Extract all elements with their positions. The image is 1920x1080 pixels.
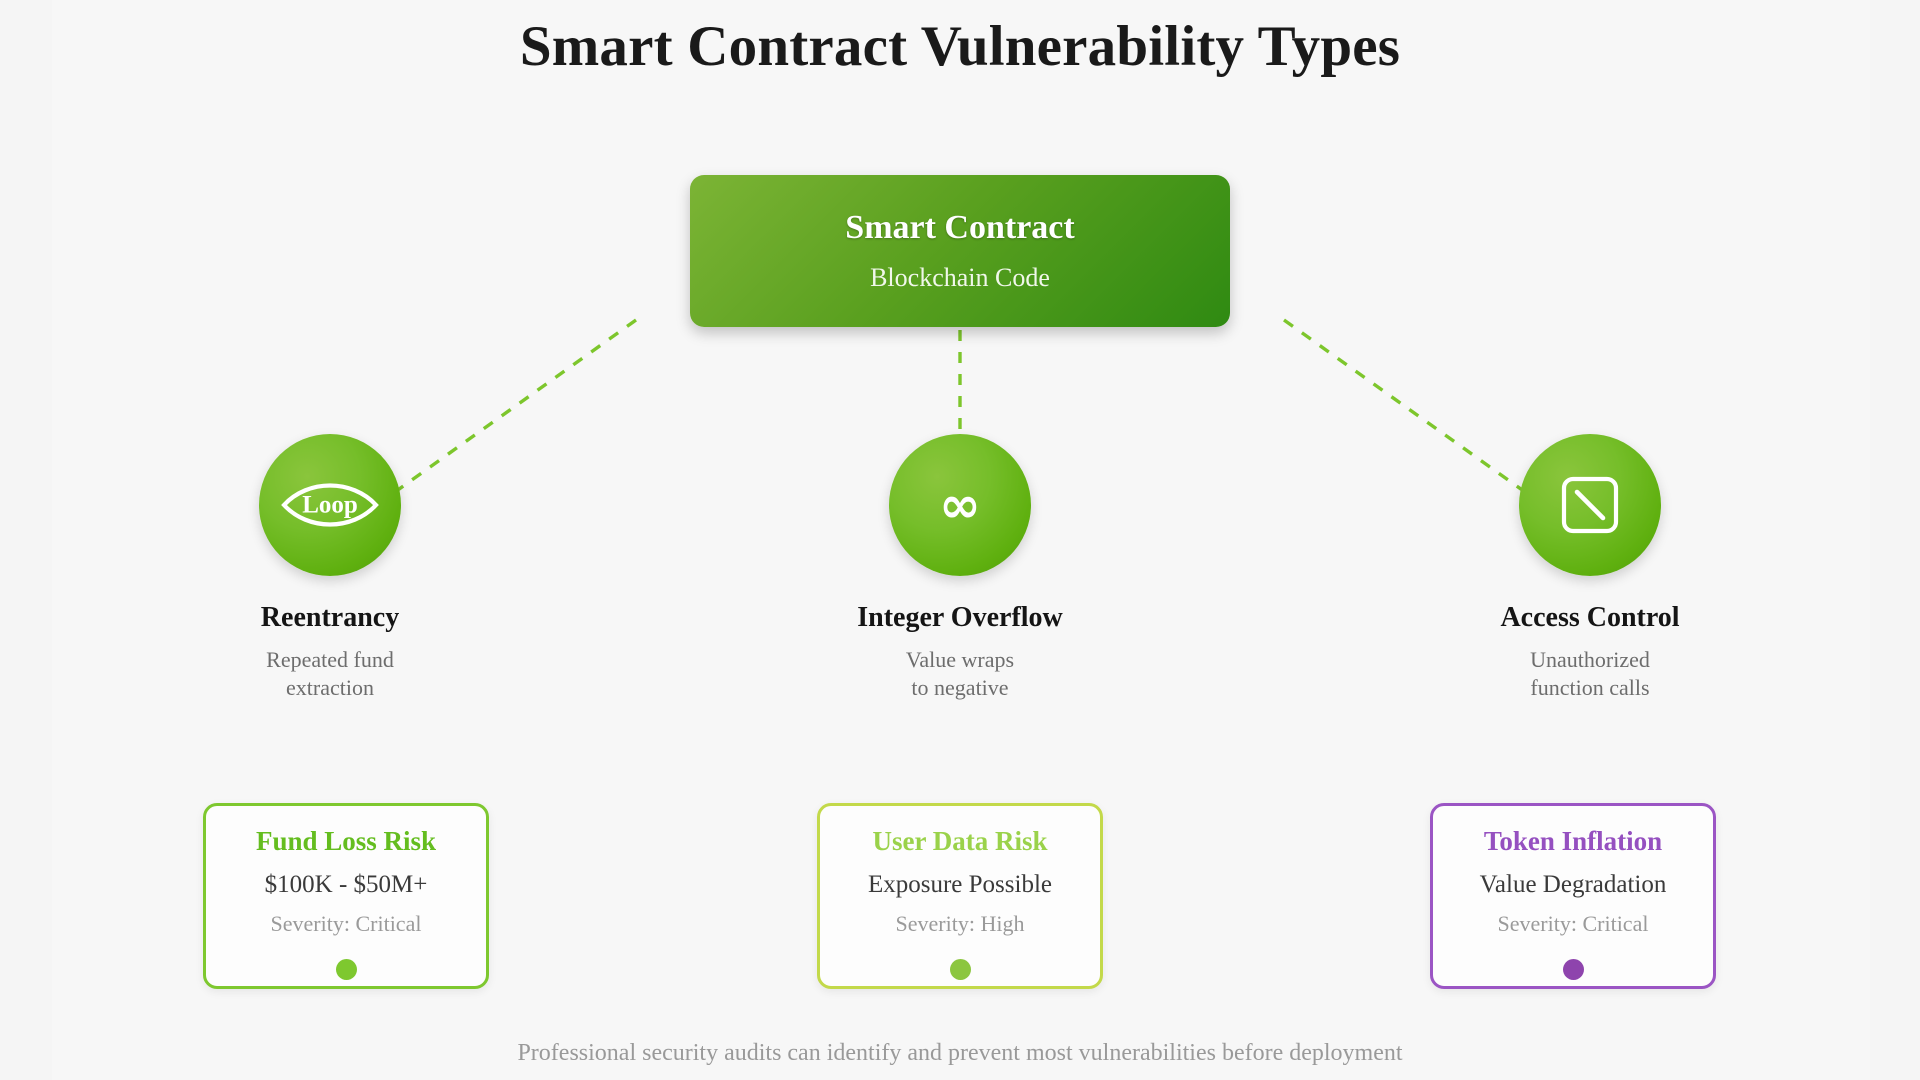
loop-icon-label: Loop: [302, 491, 358, 519]
impact-card-title: User Data Risk: [872, 826, 1048, 856]
vulnerability-description-line2: extraction: [286, 675, 374, 701]
vulnerability-description: Unauthorized function calls: [1420, 646, 1760, 702]
impact-card-token-inflation[interactable]: Token Inflation Value Degradation Severi…: [1430, 803, 1716, 989]
vulnerability-node-integer-overflow[interactable]: ∞ Integer Overflow Value wraps to negati…: [790, 434, 1130, 702]
page-title: Smart Contract Vulnerability Types: [519, 15, 1401, 78]
vulnerability-node-reentrancy[interactable]: Loop Reentrancy Repeated fund extraction: [160, 434, 500, 702]
footer-note: Professional security audits can identif…: [517, 1040, 1403, 1066]
impact-card-status-dot: [335, 959, 357, 980]
vulnerability-description-line2: to negative: [911, 675, 1009, 701]
infinity-icon: ∞: [939, 476, 981, 534]
impact-card-title: Fund Loss Risk: [255, 826, 437, 856]
impact-card-value: Exposure Possible: [867, 871, 1053, 898]
root-node-subtitle: Blockchain Code: [870, 263, 1050, 292]
impact-card-fund-loss-risk[interactable]: Fund Loss Risk $100K - $50M+ Severity: C…: [203, 803, 489, 989]
vulnerability-node-access-control[interactable]: Access Control Unauthorized function cal…: [1420, 434, 1760, 702]
loop-eye-icon: Loop: [278, 474, 382, 536]
impact-card-status-dot: [1562, 959, 1584, 980]
vulnerability-icon-circle[interactable]: Loop: [259, 434, 401, 576]
vulnerability-icon-circle[interactable]: ∞: [889, 434, 1031, 576]
impact-card-severity: Severity: Critical: [270, 911, 422, 936]
impact-card-status-dot: [949, 959, 971, 980]
vulnerability-description-line1: Value wraps: [905, 647, 1015, 672]
vulnerability-title: Access Control: [1500, 602, 1680, 633]
vulnerability-title: Integer Overflow: [857, 602, 1063, 633]
impact-card-user-data-risk[interactable]: User Data Risk Exposure Possible Severit…: [817, 803, 1103, 989]
vulnerability-description-line1: Unauthorized: [1530, 647, 1650, 672]
impact-card-value: $100K - $50M+: [264, 871, 428, 898]
restricted-square-icon: [1561, 476, 1619, 534]
impact-card-severity: Severity: Critical: [1497, 911, 1649, 936]
vulnerability-description: Value wraps to negative: [790, 646, 1130, 702]
vulnerability-description-line1: Repeated fund: [266, 647, 394, 672]
vulnerability-description: Repeated fund extraction: [160, 646, 500, 702]
vulnerability-title: Reentrancy: [260, 602, 400, 633]
impact-card-title: Token Inflation: [1483, 826, 1663, 856]
vulnerability-description-line2: function calls: [1530, 675, 1650, 701]
vulnerability-icon-circle[interactable]: [1519, 434, 1661, 576]
root-node-title: Smart Contract: [845, 209, 1075, 246]
impact-card-value: Value Degradation: [1479, 871, 1667, 898]
impact-card-severity: Severity: High: [895, 911, 1025, 936]
root-node-smart-contract[interactable]: Smart Contract Blockchain Code: [690, 175, 1230, 327]
